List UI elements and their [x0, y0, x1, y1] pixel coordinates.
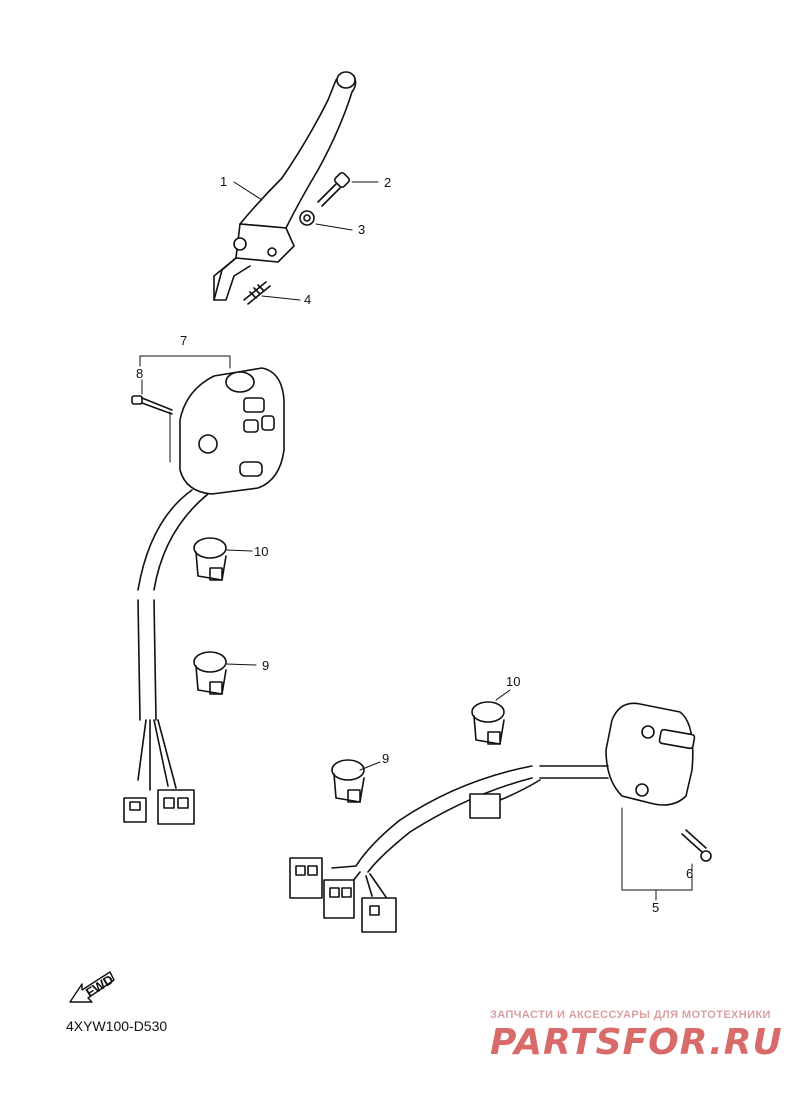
right-wire-harness [289, 765, 609, 933]
callout-4: 4 [304, 292, 311, 307]
adjuster-screw [243, 281, 271, 305]
callout-5: 5 [652, 900, 659, 915]
callout-6: 6 [686, 866, 693, 881]
callout-2: 2 [384, 175, 391, 190]
switch-screw [131, 395, 173, 415]
lever-pivot-bolt [317, 171, 351, 207]
cable-clamp-upper-left [193, 537, 227, 581]
right-handlebar-switch [605, 702, 696, 806]
callout-3: 3 [358, 222, 365, 237]
callout-1: 1 [220, 174, 227, 189]
left-wire-harness [123, 489, 209, 825]
callout-9-right: 9 [382, 751, 389, 766]
fwd-arrow [69, 971, 115, 1003]
callout-7: 7 [180, 333, 187, 348]
right-switch-screw [681, 829, 712, 862]
lever [213, 71, 357, 301]
watermark-tagline: ЗАПЧАСТИ И АКСЕССУАРЫ ДЛЯ МОТОТЕХНИКИ [490, 1009, 771, 1021]
watermark-brand: PARTSFOR.RU [490, 1022, 783, 1063]
cable-clamp-upper-right [471, 701, 505, 745]
callout-10-left: 10 [254, 544, 268, 559]
callout-10-right: 10 [506, 674, 520, 689]
lever-nut [299, 210, 315, 226]
leader-lines [139, 181, 693, 901]
callout-8: 8 [136, 366, 143, 381]
left-handlebar-switch [179, 367, 285, 495]
callout-9-left: 9 [262, 658, 269, 673]
diagram-code: 4XYW100-D530 [66, 1018, 168, 1034]
cable-clamp-lower-left [193, 651, 227, 695]
callout-labels: 1 2 3 4 5 6 7 8 9 10 10 9 FWD [83, 174, 693, 1000]
cable-clamp-lower-right [331, 759, 365, 803]
